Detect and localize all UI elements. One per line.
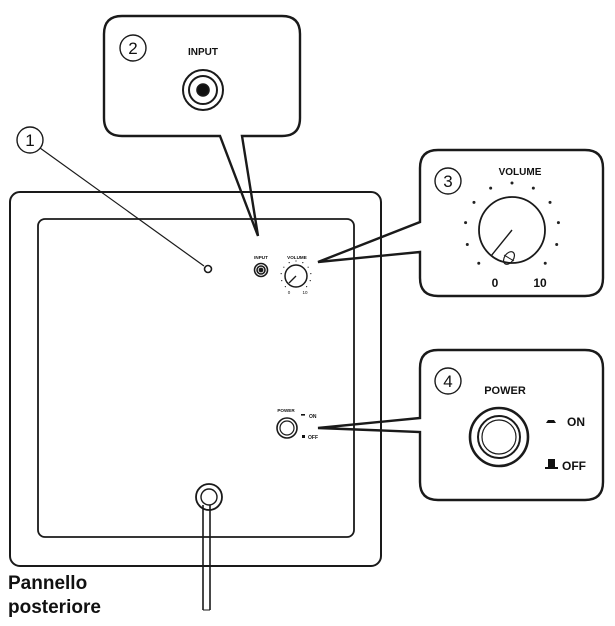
panel-power-label: POWER: [277, 408, 295, 413]
callout-3-bubble: [317, 148, 605, 298]
volume-scale-dot-small: [306, 286, 308, 288]
cabinet-outer: [9, 191, 382, 567]
volume-scale-dot: [548, 200, 552, 204]
callout-3-scale-min: 0: [492, 276, 499, 290]
callout-4-power-label: POWER: [484, 385, 526, 397]
on-marker-small: [301, 414, 305, 416]
volume-scale-dot-small: [295, 260, 297, 262]
volume-scale-dot: [464, 221, 468, 225]
volume-scale-large: [464, 181, 560, 265]
volume-scale-dot-small: [309, 280, 311, 282]
caption-line-2: posteriore: [8, 597, 101, 618]
callout-2-input-label: INPUT: [188, 47, 218, 58]
callout-2-number: 2: [128, 39, 137, 58]
figure-caption: Pannello posteriore: [8, 572, 101, 620]
callout-3-volume-label: VOLUME: [499, 167, 542, 178]
volume-scale-small: [280, 260, 312, 288]
off-marker-small: [302, 435, 305, 438]
volume-scale-dot: [556, 221, 560, 225]
input-jack-small: [253, 262, 269, 278]
callout-2-bubble: [102, 14, 302, 237]
caption-line-1: Pannello: [8, 573, 88, 594]
power-cable: [195, 483, 223, 611]
panel-input-label: INPUT: [254, 255, 268, 260]
callout-1-leader: [39, 147, 205, 267]
volume-scale-dot: [555, 243, 559, 247]
callout-3-scale-max: 10: [533, 276, 547, 290]
panel-volume-label: VOLUME: [287, 255, 307, 260]
volume-scale-dot-small: [284, 286, 286, 288]
volume-scale-dot-small: [310, 273, 312, 275]
panel-off-label: OFF: [308, 435, 318, 441]
volume-scale-dot: [510, 181, 514, 185]
power-button-large: [468, 406, 530, 468]
panel-scale-min: 0: [288, 290, 291, 295]
callout-3-number: 3: [443, 172, 452, 191]
volume-scale-dot-small: [281, 280, 283, 282]
callout-3-number-circle: [434, 167, 462, 195]
input-jack-large: [182, 69, 224, 111]
callout-4-number-circle: [434, 367, 462, 395]
volume-scale-dot: [531, 186, 535, 190]
volume-scale-dot-small: [302, 262, 304, 264]
callout-4-number: 4: [443, 372, 452, 391]
panel-on-label: ON: [309, 414, 317, 420]
callout-1-number-circle: [16, 126, 44, 154]
volume-scale-dot-small: [307, 266, 309, 268]
volume-scale-dot: [543, 261, 547, 265]
callout-1-number: 1: [25, 131, 34, 150]
callout-2-number-circle: [119, 34, 147, 62]
volume-scale-dot: [472, 200, 476, 204]
callout-4-off-label: OFF: [562, 459, 586, 473]
volume-scale-dot: [465, 243, 469, 247]
volume-scale-dot: [477, 261, 481, 265]
off-marker-icon: [545, 459, 558, 469]
panel-scale-max: 10: [302, 290, 308, 295]
volume-scale-dot: [489, 186, 493, 190]
volume-scale-dot-small: [288, 262, 290, 264]
volume-scale-dot-small: [280, 273, 282, 275]
volume-knob-small: [284, 264, 308, 288]
indicator-led: [203, 264, 213, 274]
cabinet-inner-panel: [37, 218, 355, 538]
volume-knob-large: [478, 196, 546, 265]
callout-4-bubble: [317, 348, 605, 502]
on-marker-icon: [546, 420, 556, 423]
callout-4-on-label: ON: [567, 415, 585, 429]
power-button-small: [276, 417, 298, 439]
volume-scale-dot-small: [283, 266, 285, 268]
